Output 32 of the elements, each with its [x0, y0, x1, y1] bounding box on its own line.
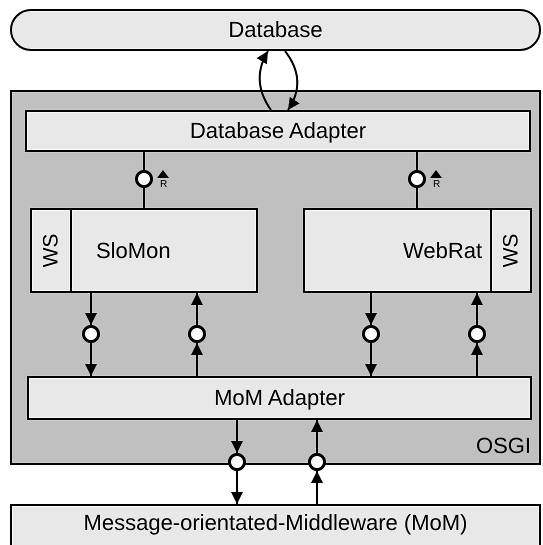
database-box [10, 9, 541, 51]
box-label: MoM Adapter [214, 387, 345, 409]
component-label: SloMon [96, 240, 171, 262]
ws-label: WS [40, 234, 62, 268]
container-label: OSGI [476, 435, 531, 457]
arrow [85, 343, 97, 376]
arrow [191, 293, 203, 325]
role-label: R [160, 180, 168, 190]
component-label: WebRat [403, 240, 482, 262]
box-label: Database Adapter [190, 120, 366, 142]
arrow [471, 293, 483, 325]
container-box [10, 90, 541, 465]
arrow [231, 420, 243, 453]
arrow [284, 50, 300, 111]
adapter-box [10, 504, 541, 545]
arrow [231, 471, 243, 504]
arrow [311, 420, 323, 453]
component-box [30, 208, 258, 293]
arrow [85, 293, 97, 325]
ws-label: WS [500, 234, 522, 268]
arrow [471, 343, 483, 376]
box-label: Database [228, 19, 323, 41]
arrow [256, 50, 272, 111]
arrow [365, 343, 377, 376]
adapter-box [25, 110, 531, 152]
component-box [303, 208, 532, 293]
arrow [191, 343, 203, 376]
arrow [365, 293, 377, 325]
adapter-box [27, 376, 532, 420]
arrow [311, 471, 323, 504]
role-label: R [433, 180, 440, 190]
box-label: Message-orientated-Middleware (MoM) [84, 509, 468, 534]
